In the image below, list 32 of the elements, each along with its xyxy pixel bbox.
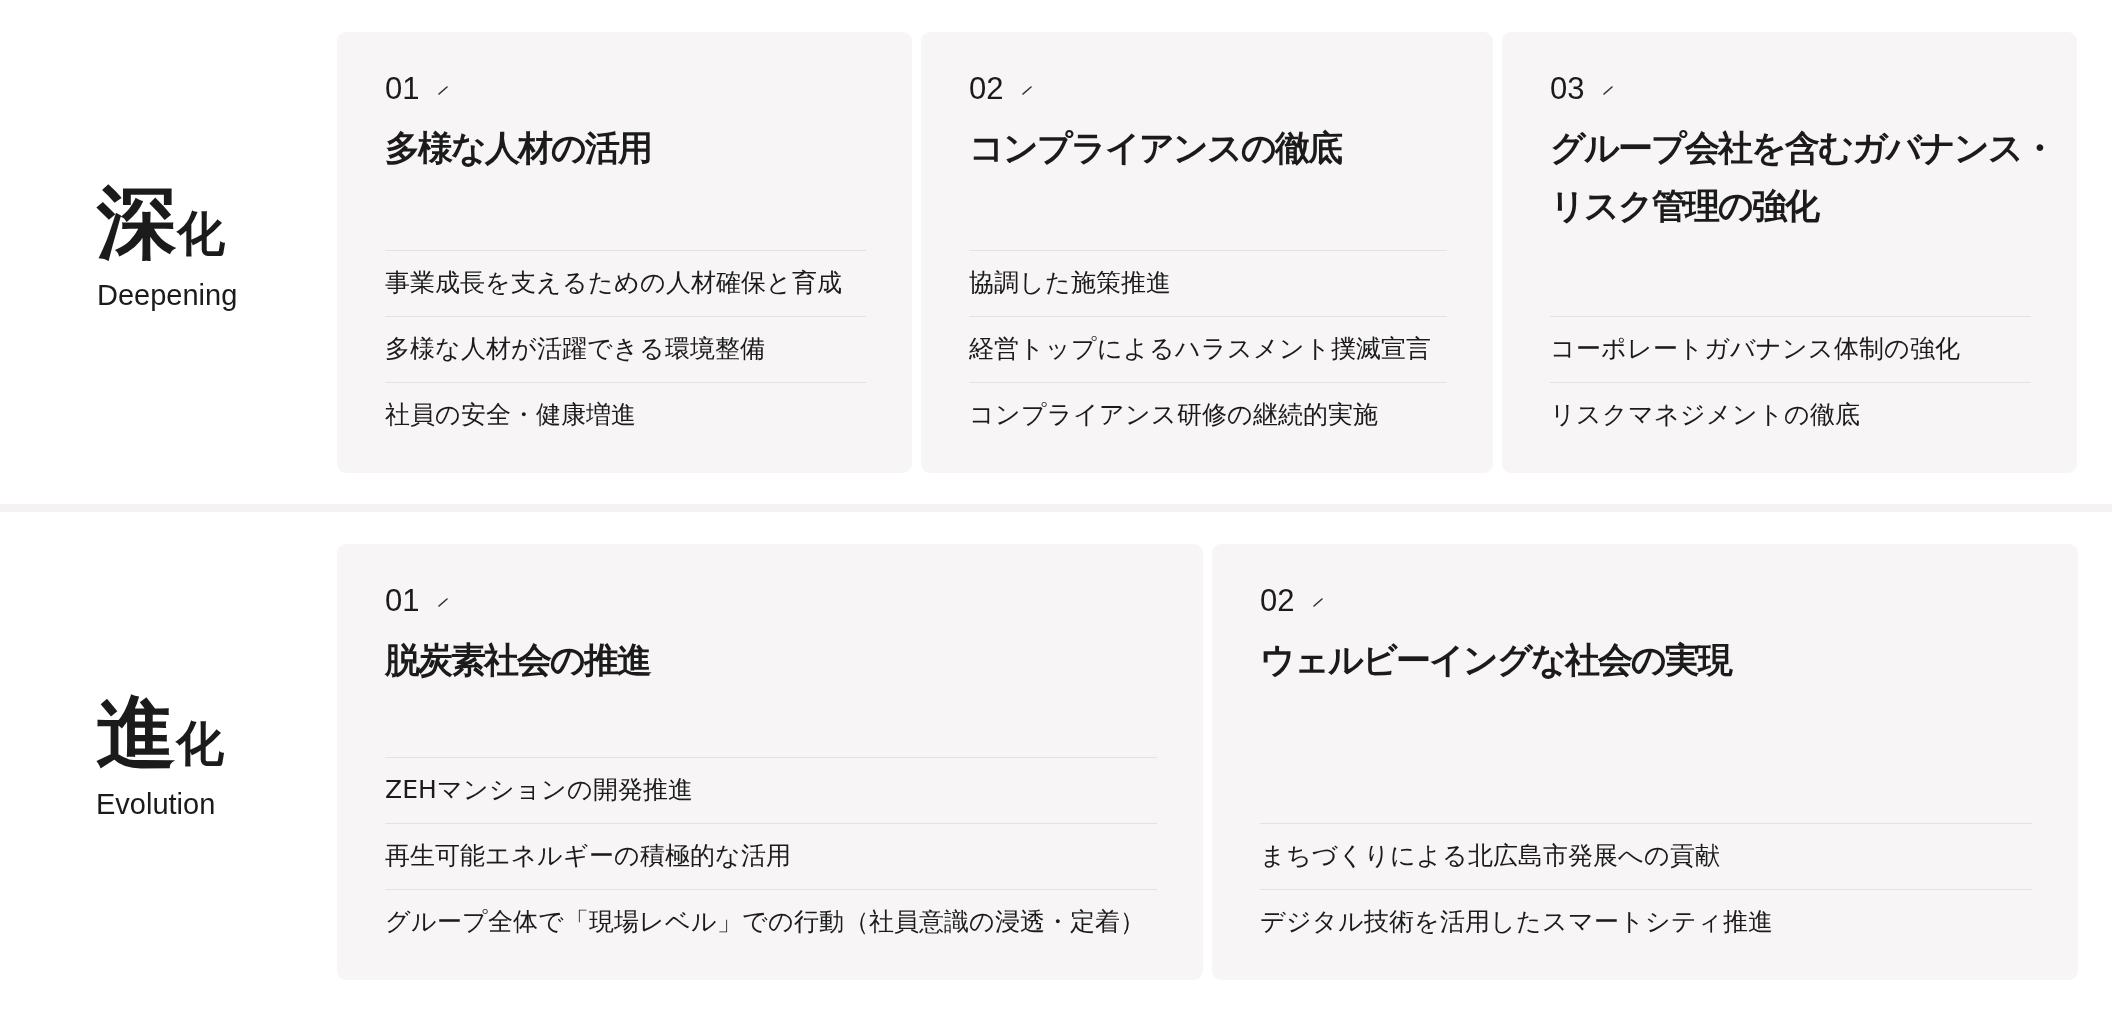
list-item: 再生可能エネルギーの積極的な活用 <box>385 823 1157 889</box>
card-heading: グループ会社を含むガバナンス・リスク管理の強化 <box>1550 127 2056 228</box>
section-subtitle: Deepening <box>97 281 238 310</box>
list-item: 経営トップによるハラスメント撲滅宣言 <box>969 316 1447 382</box>
card-heading: コンプライアンスの徹底 <box>969 127 1343 170</box>
list-item: 事業成長を支えるための人材確保と育成 <box>385 250 866 316</box>
step-number: 01 <box>385 73 420 104</box>
list-item: グループ全体で「現場レベル」での行動（社員意識の浸透・定着） <box>385 889 1157 955</box>
list-item: まちづくりによる北広島市発展への貢献 <box>1260 823 2032 889</box>
list-item: 多様な人材が活躍できる環境整備 <box>385 316 866 382</box>
list-item: コンプライアンス研修の継続的実施 <box>969 382 1447 448</box>
list-item: デジタル技術を活用したスマートシティ推進 <box>1260 889 2032 955</box>
list-item: リスクマネジメントの徹底 <box>1550 382 2031 448</box>
list-item: 協調した施策推進 <box>969 250 1447 316</box>
card <box>921 32 1493 473</box>
card-heading: 脱炭素社会の推進 <box>385 639 652 682</box>
section-title: 進化 <box>96 693 224 773</box>
card <box>337 32 912 473</box>
card-heading: ウェルビーイングな社会の実現 <box>1260 639 1733 682</box>
step-number: 02 <box>969 73 1004 104</box>
list-item: コーポレートガバナンス体制の強化 <box>1550 316 2031 382</box>
section-title: 深化 <box>97 183 225 263</box>
step-number: 03 <box>1550 73 1585 104</box>
list-item: 社員の安全・健康増進 <box>385 382 866 448</box>
list-item: ZEHマンションの開発推進 <box>385 757 1157 823</box>
section-subtitle: Evolution <box>96 790 216 819</box>
step-number: 01 <box>385 585 420 616</box>
card <box>1502 32 2077 473</box>
card-heading: 多様な人材の活用 <box>385 127 652 170</box>
card <box>1212 544 2078 980</box>
card <box>337 544 1203 980</box>
step-number: 02 <box>1260 585 1295 616</box>
